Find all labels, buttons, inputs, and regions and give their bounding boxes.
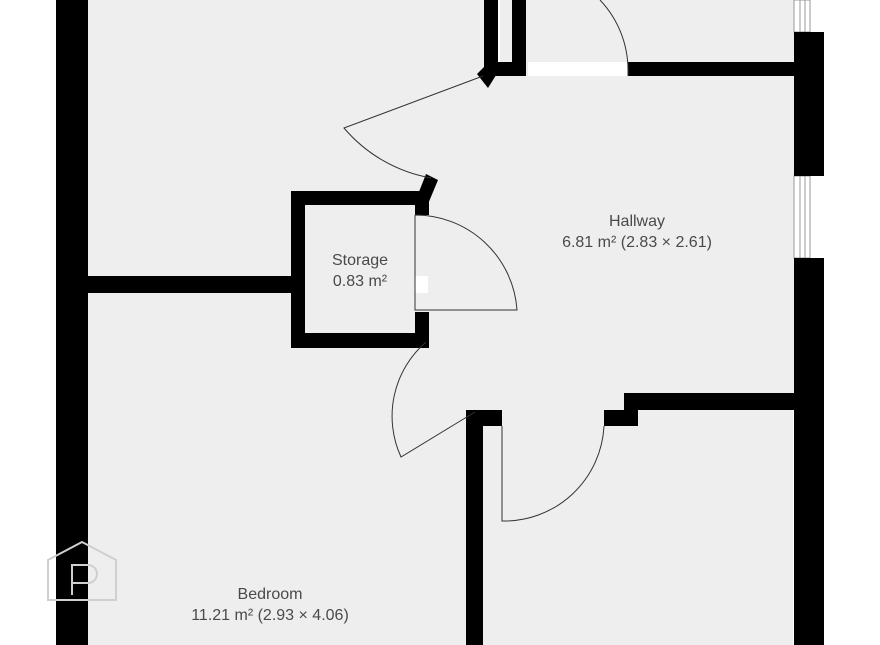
room-name: Bedroom [238, 586, 303, 603]
floor-top-right-room [526, 0, 794, 62]
window-top-right [793, 0, 811, 33]
room-label-hallway: Hallway 6.81 m² (2.83 × 2.61) [562, 213, 712, 251]
wall-bedroom-right-cap [466, 410, 502, 426]
door-bottom-right-room-swing [501, 425, 605, 522]
room-area: 6.81 m² (2.83 × 2.61) [562, 234, 712, 251]
walls [56, 0, 824, 645]
floor-hallway-lower [428, 330, 628, 410]
wall-bedroom-top [88, 276, 293, 293]
room-area: 11.21 m² (2.93 × 4.06) [191, 607, 349, 624]
wall-top-center-left [484, 0, 498, 62]
room-label-bedroom: Bedroom 11.21 m² (2.93 × 4.06) [191, 586, 349, 624]
wall-stub-upper-door [415, 174, 438, 204]
floor-bottom-right-room [483, 410, 793, 645]
wall-left-outer [56, 0, 88, 645]
floor-bedroom [88, 293, 466, 645]
door-storage-swing [414, 214, 518, 311]
wall-bottom-right-top [624, 393, 794, 410]
floor-areas [88, 0, 794, 645]
room-name: Storage [332, 252, 388, 269]
floor-top-left-room [88, 0, 488, 276]
wall-stub-top-door [477, 62, 498, 88]
room-area: 0.83 m² [333, 273, 388, 290]
wall-right-outer-upper [794, 32, 824, 176]
wall-stub-lower-door [415, 334, 429, 348]
door-top-right-room-swing [599, 0, 629, 76]
wall-right-outer-lower [794, 258, 824, 645]
doors [343, 0, 629, 522]
wall-bottom-right-step-riser [624, 393, 638, 426]
wall-storage-left [291, 191, 305, 348]
property-logo-icon [47, 540, 117, 601]
room-label-storage: Storage 0.83 m² [332, 252, 388, 290]
wall-top-center-inner [512, 0, 526, 76]
door-top-left-room-swing [343, 75, 484, 179]
room-name: Hallway [609, 213, 665, 230]
wall-storage-top [291, 191, 429, 205]
window-right-middle [793, 175, 811, 259]
door-bedroom-swing [391, 341, 476, 458]
wall-bedroom-right [466, 410, 483, 645]
wall-top-right-bottom [628, 62, 808, 76]
wall-storage-bottom [291, 333, 429, 348]
